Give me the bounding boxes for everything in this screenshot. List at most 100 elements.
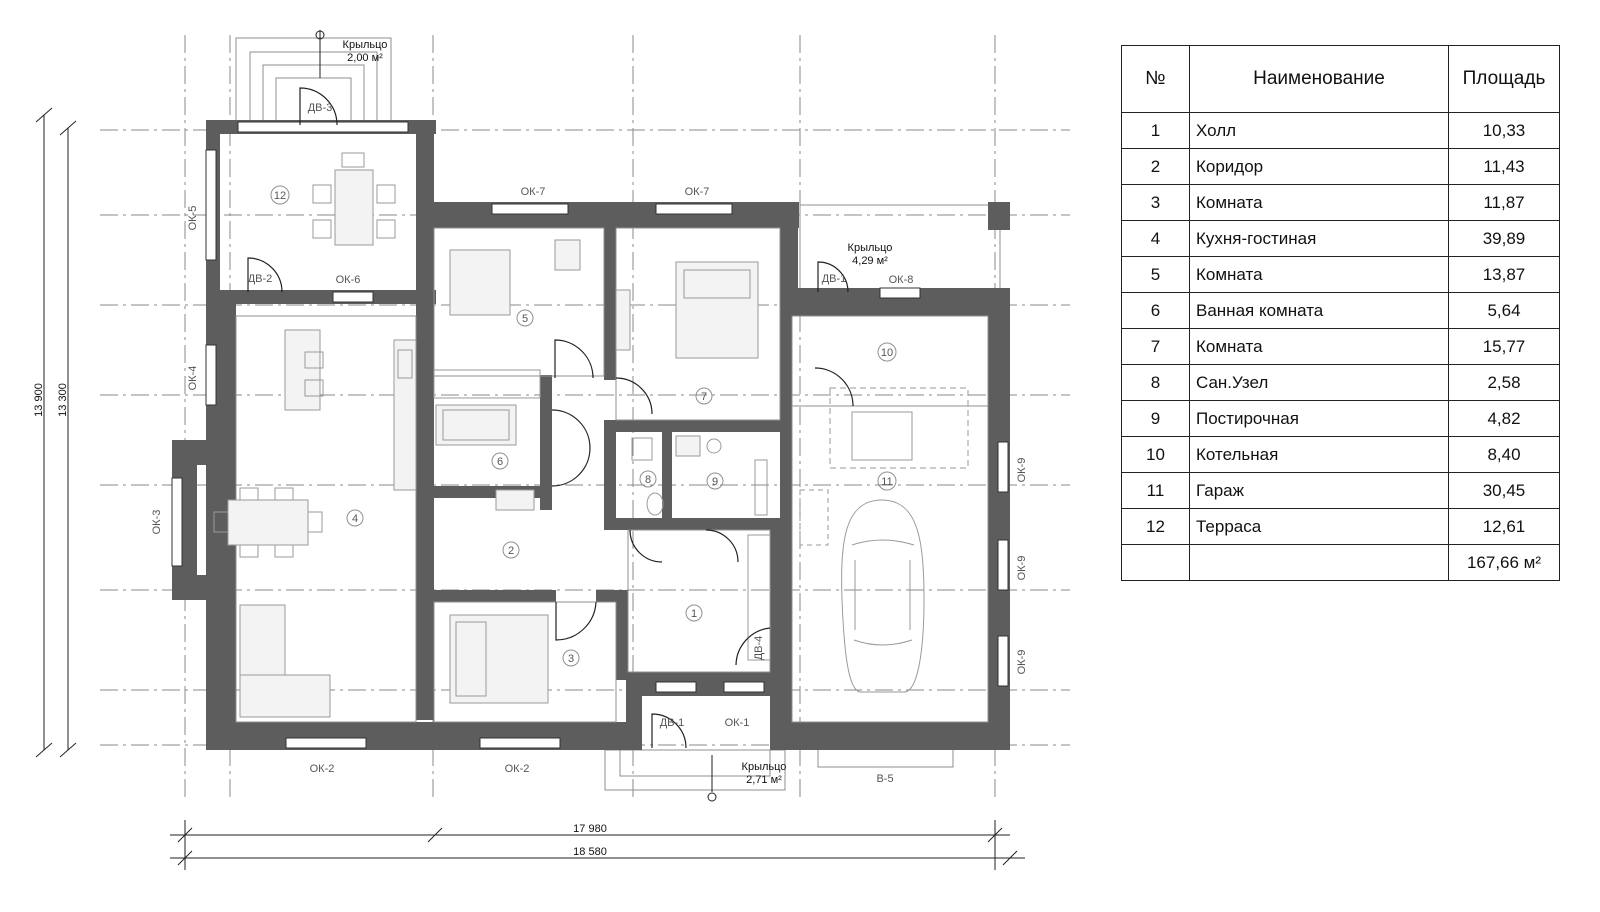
room-number-2: 2 [508,545,514,557]
header-area: Площадь [1448,45,1560,113]
door-label-dv3: ДВ-3 [308,102,333,114]
doors [247,87,854,749]
room-number-3: 3 [568,653,574,665]
room-number-4: 4 [352,513,358,525]
porch-right-title: Крыльцо [848,242,893,254]
porch-bottom-area: 2,71 м² [746,774,782,786]
window-label-ok9a: ОК-9 [1016,458,1028,483]
room-markers [270,185,897,667]
row-name: Холл [1189,112,1449,149]
total-num-cell [1121,544,1190,581]
row-name: Терраса [1189,508,1449,545]
row-area: 15,77 [1448,328,1560,365]
table-header-row: № Наименование Площадь [1121,45,1560,113]
window-label-ok7a: ОК-7 [521,186,546,198]
porch-top-title: Крыльцо [343,39,388,51]
row-name: Сан.Узел [1189,364,1449,401]
dim-height-outer: 13 900 [33,383,45,417]
room-number-10: 10 [881,347,893,359]
floor-plan: 13 900 13 300 17 980 18 580 Крыльцо 2,00… [33,30,1070,870]
row-num: 11 [1121,472,1190,509]
row-area: 2,58 [1448,364,1560,401]
dim-height-inner: 13 300 [57,383,69,417]
door-label-dv1b: ДВ-1 [660,717,685,729]
porch-bottom-title: Крыльцо [742,761,787,773]
window-label-ok2a: ОК-2 [310,763,335,775]
window-label-ok2b: ОК-2 [505,763,530,775]
row-area: 4,82 [1448,400,1560,437]
row-num: 5 [1121,256,1190,293]
row-num: 2 [1121,148,1190,185]
row-name: Комната [1189,184,1449,221]
row-area: 30,45 [1448,472,1560,509]
porch-top-area: 2,00 м² [347,52,383,64]
row-name: Коридор [1189,148,1449,185]
windows [171,121,1009,749]
window-label-ok8: ОК-8 [889,274,914,286]
interior-lines [235,227,989,723]
row-name: Комната [1189,256,1449,293]
window-label-ok9b: ОК-9 [1016,556,1028,581]
room-number-7: 7 [701,391,707,403]
door-label-dv2: ДВ-2 [248,273,273,285]
room-number-11: 11 [881,476,892,488]
porch-right-area: 4,29 м² [852,255,888,267]
row-num: 6 [1121,292,1190,329]
row-num: 12 [1121,508,1190,545]
row-area: 11,43 [1448,148,1560,185]
dim-width-outer: 18 580 [573,846,607,858]
row-name: Постирочная [1189,400,1449,437]
row-name: Комната [1189,328,1449,365]
row-name: Котельная [1189,436,1449,473]
window-label-ok4: ОК-4 [187,366,199,391]
row-num: 1 [1121,112,1190,149]
total-name-cell [1189,544,1449,581]
row-num: 4 [1121,220,1190,257]
door-label-dv1a: ДВ-1 [822,273,847,285]
row-num: 8 [1121,364,1190,401]
header-name: Наименование [1189,45,1449,113]
row-area: 5,64 [1448,292,1560,329]
row-area: 12,61 [1448,508,1560,545]
total-area: 167,66 м² [1448,544,1560,581]
window-label-ok5: ОК-5 [187,206,199,231]
room-number-8: 8 [645,474,651,486]
window-label-ok7b: ОК-7 [685,186,710,198]
table-total-row: 167,66 м² [1121,544,1560,581]
row-num: 7 [1121,328,1190,365]
window-label-v5: В-5 [876,773,893,785]
room-number-6: 6 [497,456,503,468]
room-number-12: 12 [274,190,286,202]
row-num: 3 [1121,184,1190,221]
row-name: Кухня-гостиная [1189,220,1449,257]
row-name: Ванная комната [1189,292,1449,329]
room-number-9: 9 [712,476,718,488]
window-label-ok6: ОК-6 [336,274,361,286]
row-area: 8,40 [1448,436,1560,473]
door-label-dv4: ДВ-4 [753,636,765,661]
row-area: 39,89 [1448,220,1560,257]
dim-width-inner: 17 980 [573,823,607,835]
row-num: 9 [1121,400,1190,437]
row-name: Гараж [1189,472,1449,509]
row-area: 11,87 [1448,184,1560,221]
row-area: 10,33 [1448,112,1560,149]
row-area: 13,87 [1448,256,1560,293]
window-label-ok1: ОК-1 [725,717,750,729]
window-label-ok3: ОК-3 [151,510,163,535]
row-num: 10 [1121,436,1190,473]
window-label-ok9c: ОК-9 [1016,650,1028,675]
room-number-5: 5 [522,313,528,325]
room-number-1: 1 [691,608,697,620]
